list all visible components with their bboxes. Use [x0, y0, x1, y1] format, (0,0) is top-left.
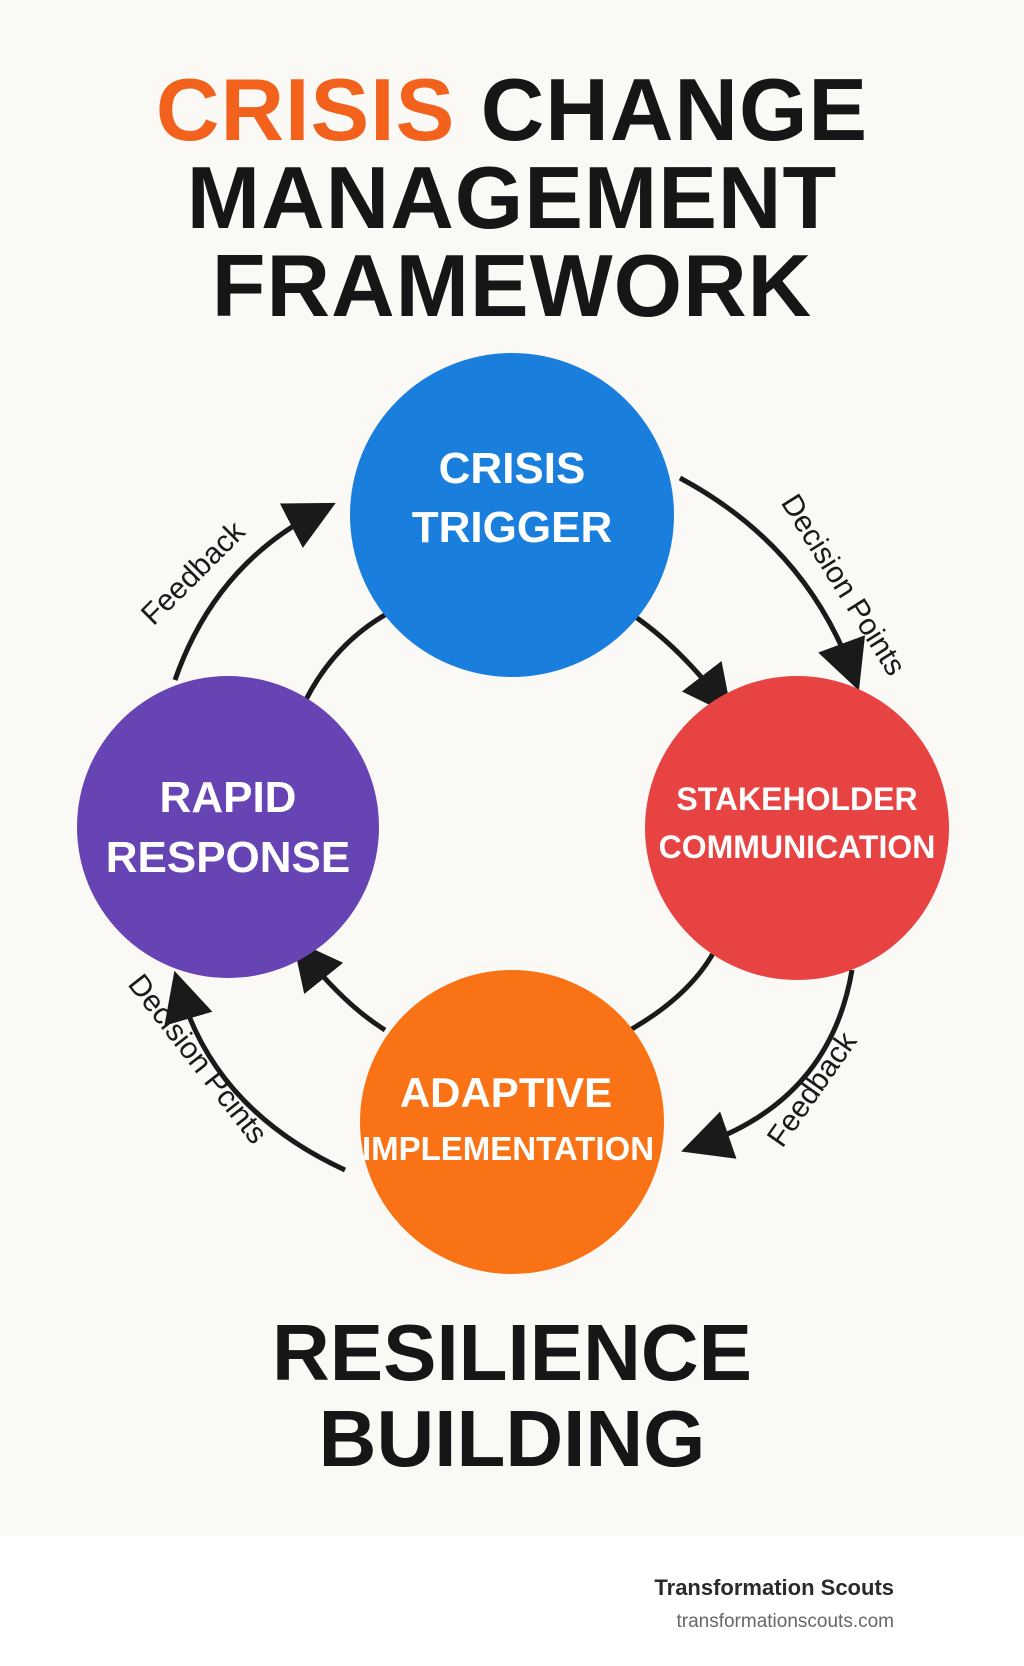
inner-arc-implementation-to-response: [292, 939, 387, 1033]
outer-arc-decision-points-bottom-left: [164, 970, 347, 1173]
node-label-rapid-response-2: RESPONSE: [106, 833, 351, 882]
footer: Transformation Scouts transformationscou…: [0, 1535, 1024, 1666]
node-circle-stakeholder-communication: [645, 676, 949, 980]
node-label-adaptive-implementation-1: ADAPTIVE: [400, 1069, 612, 1116]
node-circle-adaptive-implementation: [360, 970, 664, 1274]
node-circle-rapid-response: [77, 676, 379, 978]
outer-arc-feedback-bottom-right: [681, 969, 855, 1159]
brand-name: Transformation Scouts: [654, 1575, 894, 1600]
bottom-title-line-2: BUILDING: [318, 1394, 706, 1483]
edge-label-feedback-bottom-right: Feedback: [761, 1025, 864, 1153]
inner-arc-response-to-trigger: [297, 609, 392, 714]
node-label-adaptive-implementation-2: IMPLEMENTATION: [362, 1130, 654, 1167]
brand-url: transformationscouts.com: [676, 1611, 894, 1632]
node-label-crisis-trigger-1: CRISIS: [439, 444, 586, 493]
title-line-1-rest: CHANGE: [480, 60, 869, 159]
bottom-title-line-1: RESILIENCE: [271, 1308, 753, 1397]
diagram-title: CRISIS CHANGE MANAGEMENT FRAMEWORK: [0, 66, 1024, 330]
title-line-3: FRAMEWORK: [211, 236, 813, 335]
node-label-crisis-trigger-2: TRIGGER: [412, 503, 612, 552]
outer-arc-decision-points-top-right: [678, 475, 866, 691]
node-label-rapid-response-1: RAPID: [160, 773, 297, 822]
title-accent-word: CRISIS: [155, 60, 456, 159]
title-line-1: CRISIS CHANGE: [0, 66, 1024, 154]
edge-label-decision-points-bottom-left: Decision Pcints: [121, 968, 273, 1150]
bottom-title: RESILIENCE BUILDING: [0, 1310, 1024, 1482]
node-circle-crisis-trigger: [350, 353, 674, 677]
title-line-2: MANAGEMENT: [186, 148, 838, 247]
outer-arc-feedback-top-left: [172, 502, 336, 681]
cycle-diagram: CRISIS TRIGGER STAKEHOLDER COMMUNICATION…: [77, 353, 949, 1274]
node-label-stakeholder-communication-2: COMMUNICATION: [659, 829, 936, 865]
node-label-stakeholder-communication-1: STAKEHOLDER: [676, 781, 917, 817]
